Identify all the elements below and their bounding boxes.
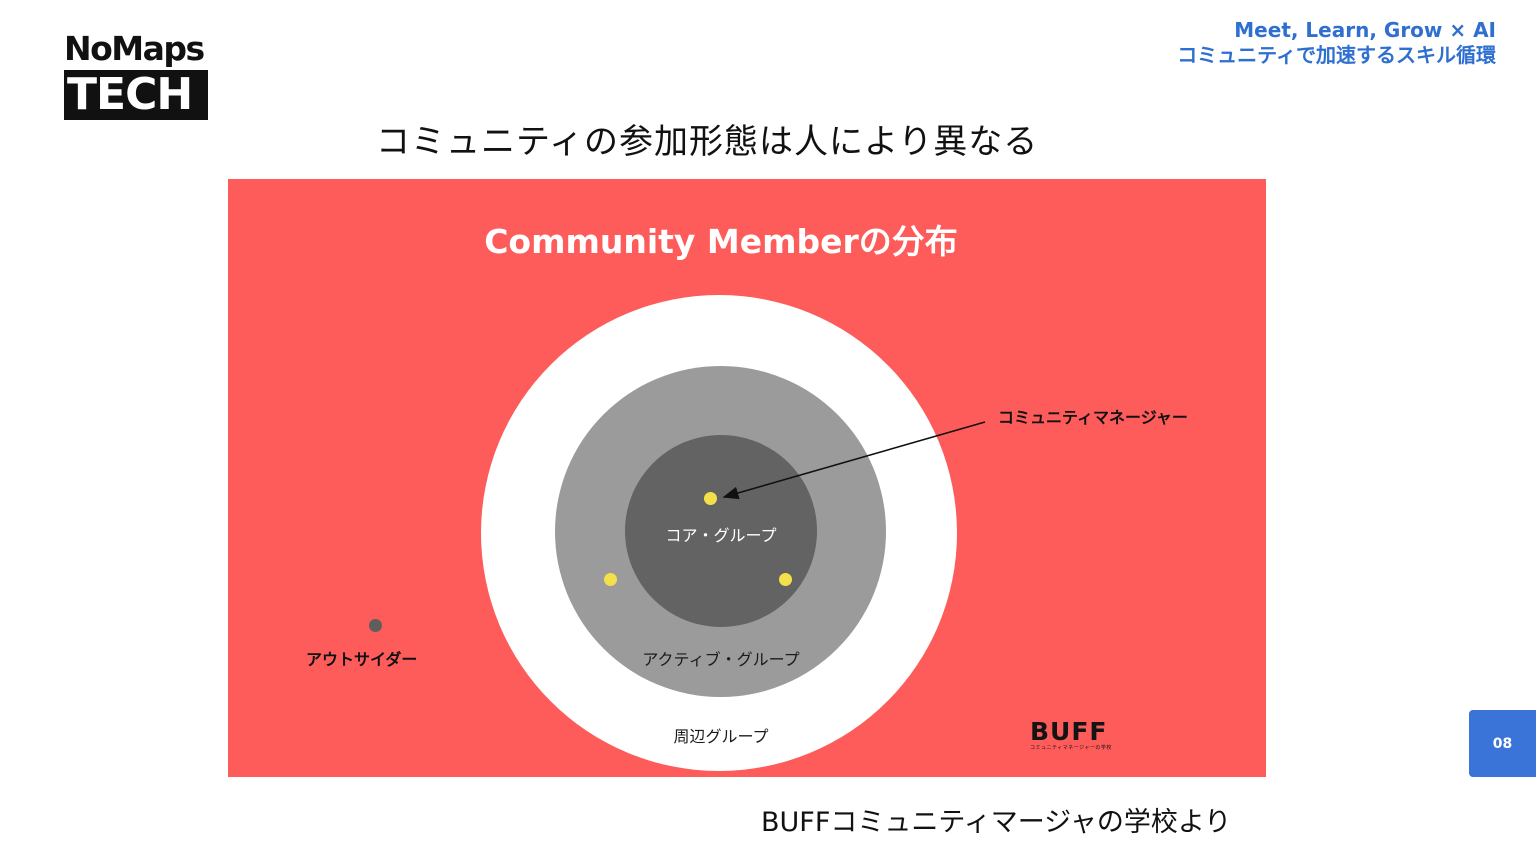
- manager-pointer-arrow: [722, 421, 986, 500]
- logo-text-nomaps: NoMaps: [64, 29, 205, 68]
- core-group-ring: [625, 435, 817, 627]
- outsider-label: アウトサイダー: [306, 650, 418, 669]
- nomaps-tech-logo: NoMaps TECH: [64, 30, 216, 120]
- page-number-badge: 08: [1469, 710, 1536, 777]
- diagram-title: Community Memberの分布: [484, 222, 958, 261]
- slide-title: コミュニティの参加形態は人により異なる: [376, 122, 1039, 162]
- logo-text-tech: TECH: [64, 70, 208, 120]
- active-group-label: アクティブ・グループ: [642, 650, 800, 669]
- peripheral-group-label: 周辺グループ: [673, 727, 769, 746]
- active-member-dot-right: [779, 573, 792, 586]
- buff-logo: BUFF コミュニティマネージャーの学校: [1030, 719, 1112, 752]
- outsider-dot: [369, 619, 382, 632]
- buff-logo-word: BUFF: [1030, 717, 1108, 746]
- tagline-line-2: コミュニティで加速するスキル循環: [1177, 43, 1496, 67]
- active-member-dot-left: [604, 573, 617, 586]
- manager-dot: [704, 492, 717, 505]
- buff-logo-subtitle: コミュニティマネージャーの学校: [1030, 745, 1112, 751]
- core-group-label: コア・グループ: [665, 526, 777, 545]
- manager-label: コミュニティマネージャー: [998, 408, 1188, 427]
- event-tagline: Meet, Learn, Grow × AI コミュニティで加速するスキル循環: [1177, 18, 1496, 68]
- tagline-line-1: Meet, Learn, Grow × AI: [1234, 18, 1496, 42]
- community-diagram: Community Memberの分布 コア・グループ アクティブ・グループ 周…: [228, 179, 1266, 777]
- source-caption: BUFFコミュニティマージャの学校より: [761, 807, 1232, 838]
